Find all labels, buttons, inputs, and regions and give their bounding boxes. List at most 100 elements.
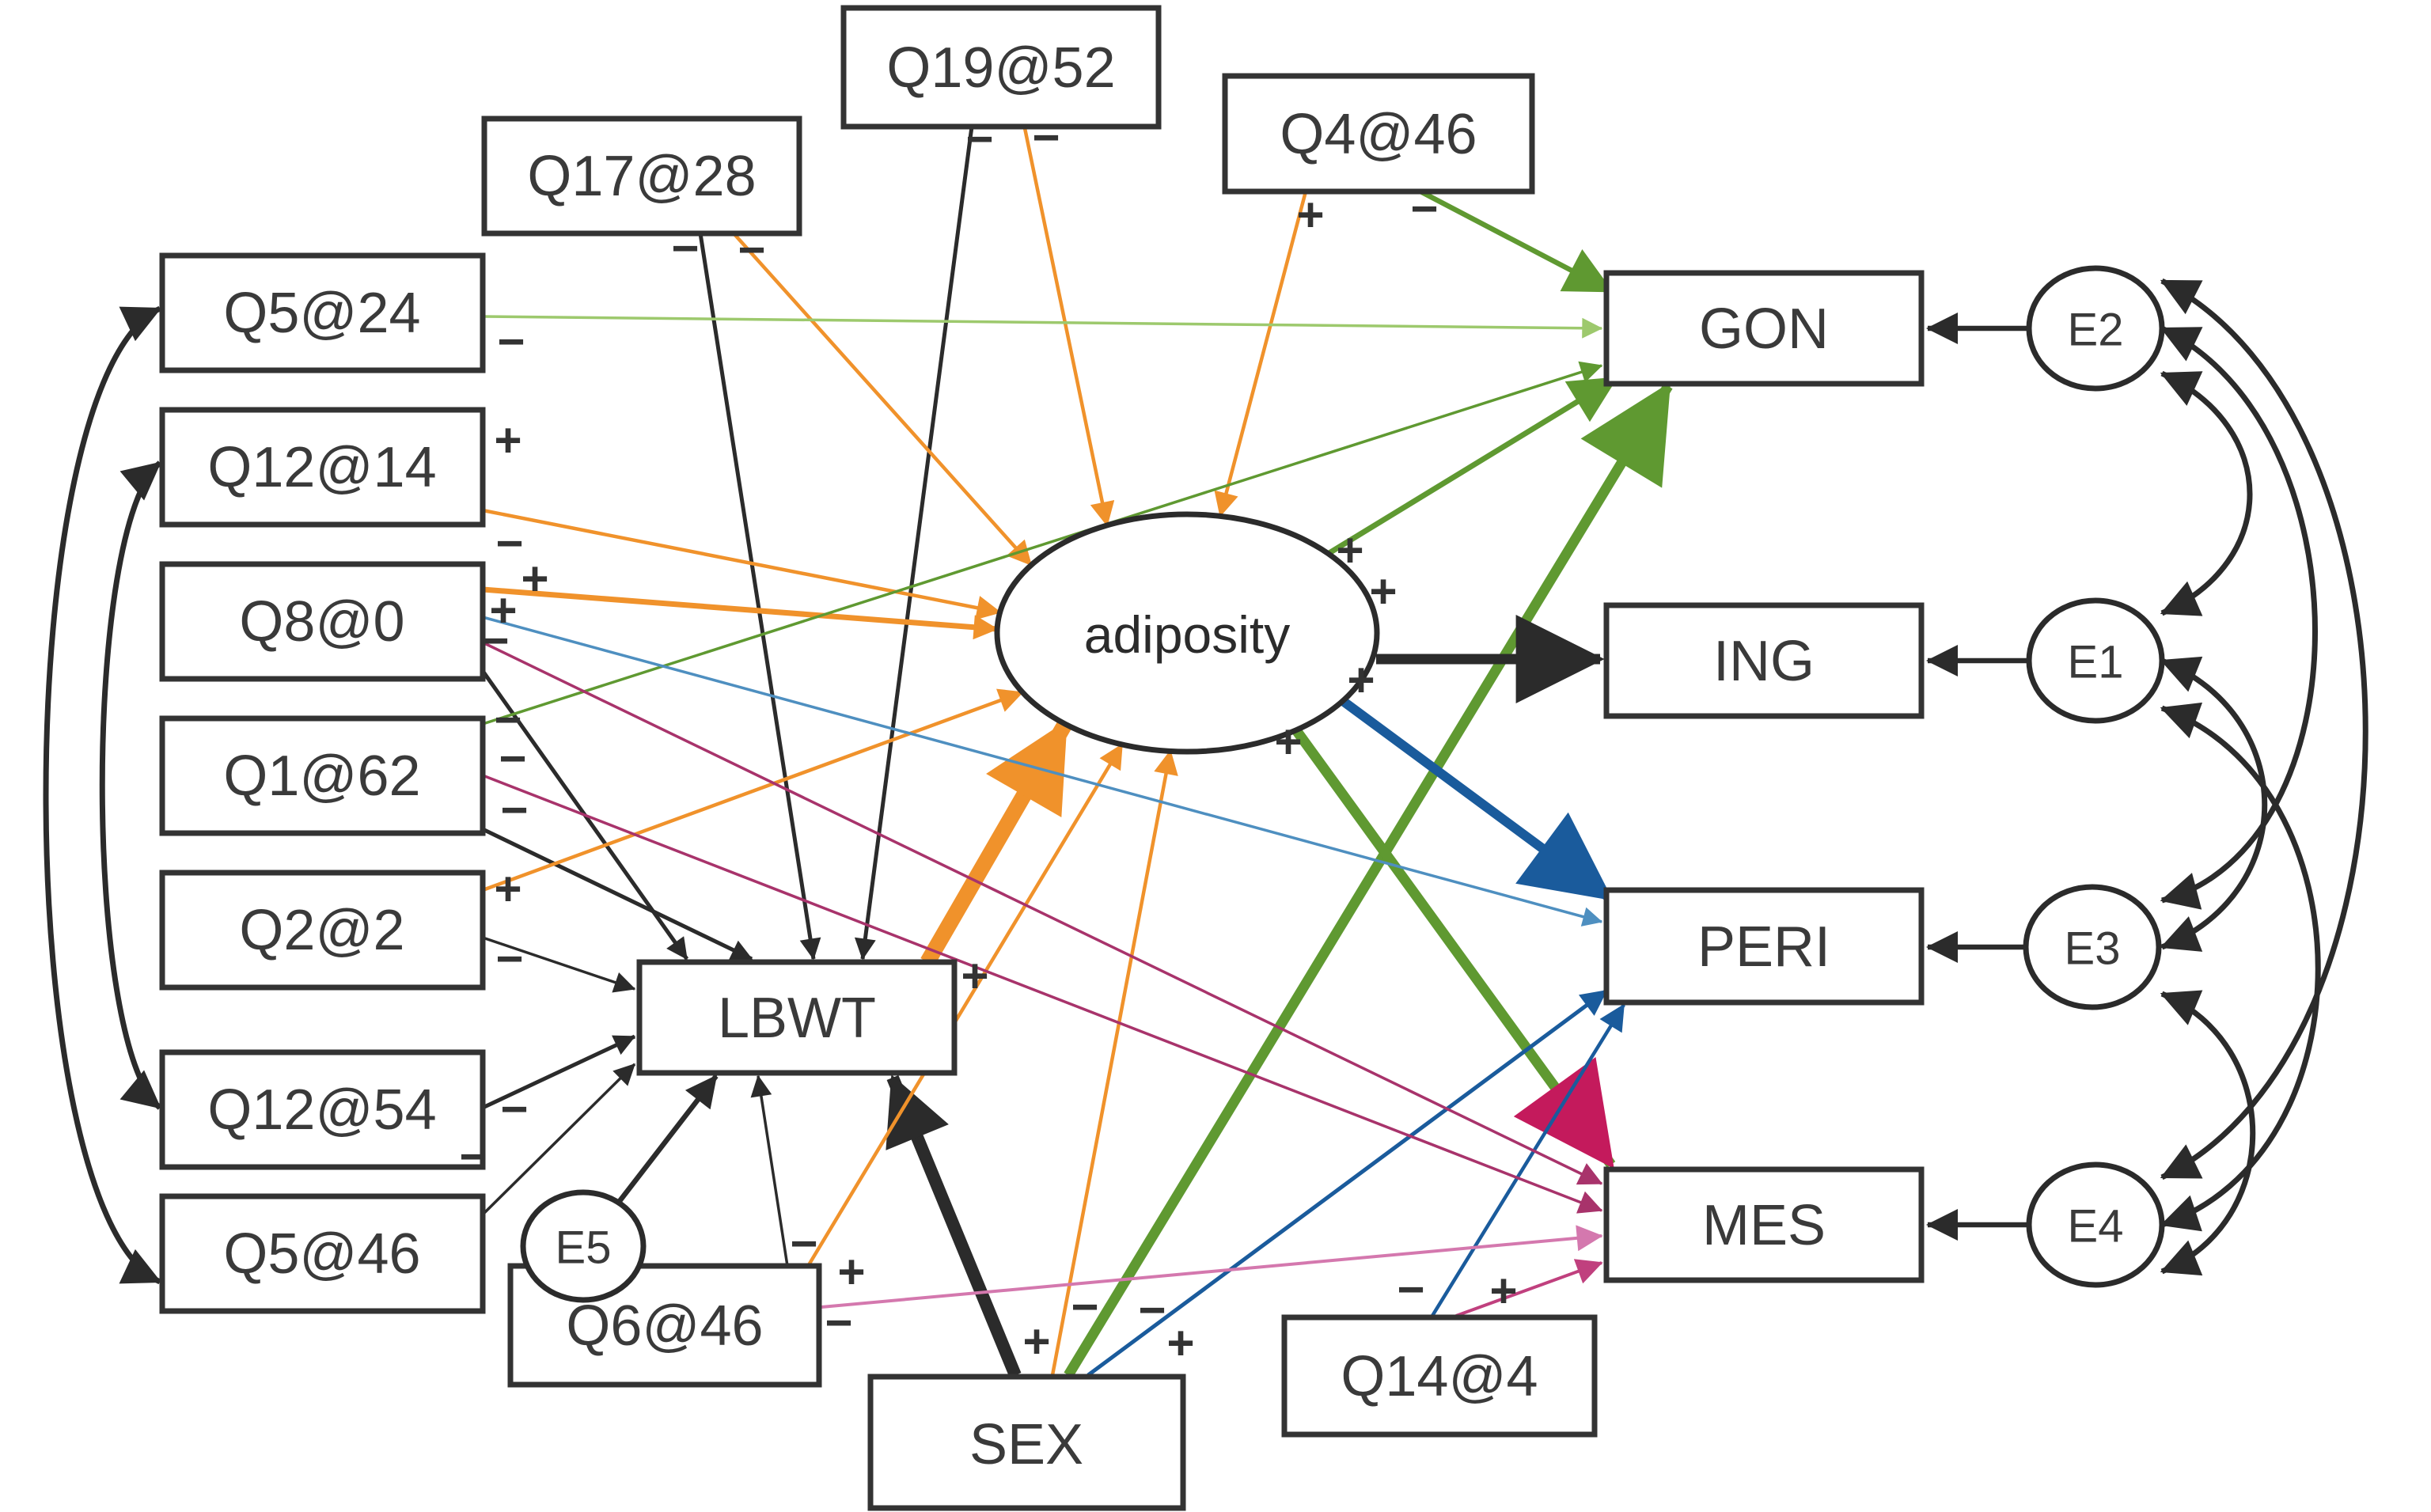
sign-q4-adiposity: + bbox=[1296, 188, 1324, 241]
sign-q8-adiposity: − bbox=[495, 517, 523, 570]
edge-q5_46-lbwt bbox=[481, 1063, 636, 1216]
corr-q12_14-q12_54 bbox=[99, 460, 162, 1110]
node-q8-0: Q8@0 bbox=[159, 561, 486, 682]
node-box bbox=[1281, 1314, 1598, 1438]
node-circle bbox=[2026, 1161, 2165, 1288]
node-label: Q6@46 bbox=[566, 1294, 763, 1358]
node-box bbox=[1603, 887, 1925, 1006]
corr-e2-e4 bbox=[2160, 278, 2368, 1180]
sign-q6-mes: − bbox=[825, 1296, 852, 1349]
node-e1: E1 bbox=[2026, 597, 2165, 724]
node-box bbox=[159, 870, 486, 991]
sign-q6-lbwt: − bbox=[790, 1217, 817, 1270]
sign-q6-adiposity: + bbox=[837, 1245, 865, 1298]
sign-q12-14-adiposity: + bbox=[494, 414, 521, 467]
sign-sex-adiposity: − bbox=[1071, 1280, 1098, 1333]
edge-q1-mes bbox=[482, 774, 1603, 1214]
sign-adiposity-gon: + bbox=[1336, 524, 1363, 577]
corr-e3-e4 bbox=[2160, 990, 2256, 1276]
node-box bbox=[159, 1193, 486, 1314]
node-q19-52: Q19@52 bbox=[840, 5, 1162, 130]
sign-q1-gon: − bbox=[494, 693, 521, 746]
sign-adiposity-ing: + bbox=[1369, 565, 1397, 618]
node-label: Q2@2 bbox=[239, 899, 404, 962]
node-e2: E2 bbox=[2026, 265, 2165, 392]
corr-e2-e1 bbox=[2160, 370, 2253, 616]
sign-lbwt-adiposity: + bbox=[961, 949, 988, 1002]
node-label: E2 bbox=[2068, 305, 2124, 356]
path-arrows bbox=[480, 126, 2029, 1378]
node-e3: E3 bbox=[2023, 884, 2162, 1010]
sign-q1-mes: − bbox=[499, 732, 526, 785]
node-label: E4 bbox=[2068, 1201, 2124, 1252]
node-q5-24: Q5@24 bbox=[159, 252, 486, 373]
sign-q2-adiposity: + bbox=[494, 862, 521, 915]
edge-sex-gon bbox=[1064, 381, 1673, 1378]
edge-adiposity-gon bbox=[1326, 376, 1618, 556]
edge-q14-mes bbox=[1455, 1259, 1603, 1317]
node-circle bbox=[2026, 265, 2165, 392]
node-label: GON bbox=[1699, 297, 1829, 361]
corr-e1-e3 bbox=[2160, 656, 2268, 952]
nodes: Q5@24 Q12@14 Q8@0 Q1@62 Q2@2 Q12@54 Q5@4… bbox=[159, 5, 2165, 1511]
node-label: ING bbox=[1713, 630, 1815, 693]
edge-lbwt-adiposity bbox=[920, 719, 1072, 967]
node-box bbox=[159, 252, 486, 373]
node-peri: PERI bbox=[1603, 887, 1925, 1006]
node-label: Q1@62 bbox=[223, 745, 420, 808]
node-label: Q8@0 bbox=[239, 590, 404, 654]
sign-q8-mes: + bbox=[489, 584, 517, 637]
edge-q8-mes bbox=[482, 641, 1603, 1185]
edge-q6-adiposity bbox=[806, 743, 1124, 1269]
edge-q8-adiposity bbox=[482, 586, 999, 640]
edge-q19-adiposity bbox=[1022, 127, 1115, 527]
node-circle bbox=[520, 1189, 647, 1303]
node-box bbox=[840, 5, 1162, 130]
sign-q17-adiposity: − bbox=[738, 223, 765, 276]
sign-q8-peri: + bbox=[521, 552, 548, 605]
edge-sex-peri bbox=[1087, 988, 1608, 1377]
edge-q6-mes bbox=[821, 1225, 1603, 1309]
edge-adiposity-mes bbox=[1291, 727, 1616, 1169]
sign-q17-lbwt: − bbox=[671, 222, 699, 275]
node-q14-4: Q14@4 bbox=[1281, 1314, 1598, 1438]
node-sex: SEX bbox=[867, 1374, 1186, 1511]
node-box bbox=[1603, 602, 1925, 719]
corr-q5_24-q5_46 bbox=[43, 305, 162, 1285]
sign-adiposity-peri: + bbox=[1347, 654, 1375, 707]
corr-e1-e4 bbox=[2160, 702, 2321, 1232]
edge-sex-lbwt bbox=[886, 1074, 1022, 1378]
edge-adiposity-peri bbox=[1340, 697, 1614, 902]
node-e4: E4 bbox=[2026, 1161, 2165, 1288]
edge-q8-peri bbox=[482, 616, 1603, 927]
node-gon: GON bbox=[1603, 270, 1925, 387]
node-adiposity: adiposity bbox=[994, 511, 1380, 755]
node-label: Q19@52 bbox=[886, 36, 1115, 100]
edge-q14-peri bbox=[1431, 1003, 1625, 1317]
node-label: MES bbox=[1702, 1194, 1826, 1257]
edge-q19-lbwt bbox=[854, 126, 974, 961]
node-box bbox=[159, 1049, 486, 1170]
node-ellipse bbox=[994, 511, 1380, 755]
node-q12-14: Q12@14 bbox=[159, 407, 486, 528]
node-q12-54: Q12@54 bbox=[159, 1049, 486, 1170]
node-label: E1 bbox=[2068, 637, 2124, 688]
node-box bbox=[1603, 270, 1925, 387]
edge-sex-adiposity bbox=[1050, 749, 1178, 1376]
node-label: Q4@46 bbox=[1280, 103, 1477, 166]
sign-q8-lbwt: − bbox=[481, 614, 509, 667]
sign-sex-peri: + bbox=[1166, 1317, 1194, 1370]
edge-q6-lbwt bbox=[750, 1074, 789, 1267]
sign-q5-24-gon: − bbox=[497, 315, 525, 368]
edge-q17-lbwt bbox=[698, 233, 821, 961]
sign-q19-adiposity: − bbox=[1032, 111, 1060, 164]
edge-q4-adiposity bbox=[1214, 191, 1308, 517]
node-mes: MES bbox=[1603, 1166, 1925, 1283]
corr-e2-e3 bbox=[2160, 325, 2318, 910]
node-label: Q12@54 bbox=[207, 1078, 436, 1142]
node-label: PERI bbox=[1697, 915, 1830, 979]
edge-q1-gon bbox=[482, 361, 1603, 726]
node-label: adiposity bbox=[1084, 605, 1291, 664]
node-label: E5 bbox=[556, 1222, 612, 1274]
